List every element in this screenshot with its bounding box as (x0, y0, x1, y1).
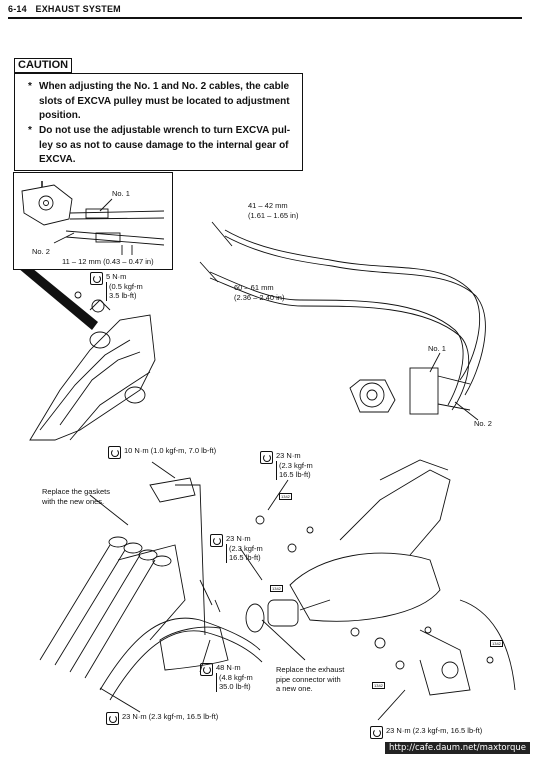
torque-23nm-upper-value: 23 N·m (276, 451, 301, 460)
inset-drawing (21, 181, 165, 255)
section-title: EXHAUST SYSTEM (35, 4, 121, 14)
cable-dim-top-in: (1.61 – 1.65 in) (248, 210, 299, 220)
torque-wrench-icon (200, 663, 213, 676)
caution-box: * When adjusting the No. 1 and No. 2 cab… (14, 73, 303, 171)
torque-wrench-icon (210, 534, 223, 547)
connector-note-line-2: pipe connector with (276, 674, 341, 684)
caution-label: CAUTION (14, 58, 73, 73)
gasket-note-line-2: with the new ones. (42, 496, 105, 506)
watermark: http://cafe.daum.net/maxtorque (384, 742, 530, 754)
inset-no2-label: No. 2 (32, 247, 50, 256)
torque-wrench-icon (108, 446, 121, 459)
torque-10nm-value: 10 N·m (1.0 kgf-m, 7.0 lb-ft) (124, 446, 217, 455)
cable-no1-label: No. 1 (428, 344, 446, 353)
bullet-star-icon: * (28, 125, 32, 136)
gasket-note: Replace the gaskets with the new ones. (42, 487, 110, 506)
thread-lock-icon: 1342 (270, 585, 283, 592)
cable-dim-top: 41 – 42 mm (1.61 – 1.65 in) (248, 201, 298, 220)
cable-inset: No. 1 No. 2 11 – 12 mm (0.43 – 0.47 in) (13, 172, 173, 270)
cable-dim-bottom-in: (2.36 – 2.40 in) (234, 292, 285, 302)
torque-23nm-mid: 23 N·m (2.3 kgf-m 16.5 lb-ft) (210, 534, 263, 563)
cable-dim-bottom: 60 – 61 mm (2.36 – 2.40 in) (234, 283, 284, 302)
torque-5nm-lbft: 3.5 lb-ft) (106, 291, 143, 301)
torque-23nm-mid-lbft: 16.5 lb-ft) (226, 553, 263, 563)
cable-no2-label: No. 2 (474, 419, 492, 428)
caution-text-2: Do not use the adjustable wrench to turn… (39, 125, 291, 165)
torque-5nm-kgf: (0.5 kgf-m (106, 281, 143, 291)
page-number: 6-14 (8, 4, 27, 14)
torque-23nm-mid-kgf: (2.3 kgf-m (226, 543, 263, 553)
torque-23nm-bottom-right-value: 23 N·m (2.3 kgf-m, 16.5 lb-ft) (386, 726, 483, 735)
torque-23nm-mid-value: 23 N·m (226, 534, 251, 543)
connector-note: Replace the exhaust pipe connector with … (276, 665, 344, 694)
torque-23nm-bottom-right: 23 N·m (2.3 kgf-m, 16.5 lb-ft) (370, 726, 482, 739)
caution-bullet-1: * When adjusting the No. 1 and No. 2 cab… (28, 80, 304, 124)
inset-no1-label: No. 1 (112, 189, 130, 198)
torque-48nm-value: 48 N·m (216, 663, 241, 672)
thread-lock-icon: 1342 (279, 493, 292, 500)
connector-note-line-1: Replace the exhaust (276, 665, 345, 674)
torque-5nm: 5 N·m (0.5 kgf-m 3.5 lb-ft) (90, 272, 143, 301)
caution-text-1: When adjusting the No. 1 and No. 2 cable… (39, 81, 290, 121)
torque-23nm-bottom-left-value: 23 N·m (2.3 kgf-m, 16.5 lb-ft) (122, 712, 219, 721)
torque-48nm: 48 N·m (4.8 kgf-m 35.0 lb-ft) (200, 663, 253, 692)
header-rule (8, 17, 522, 19)
torque-5nm-value: 5 N·m (106, 272, 127, 281)
torque-23nm-upper: 23 N·m (2.3 kgf-m 16.5 lb-ft) (260, 451, 313, 480)
cable-dim-top-mm: 41 – 42 mm (248, 201, 288, 210)
torque-23nm-bottom-left: 23 N·m (2.3 kgf-m, 16.5 lb-ft) (106, 712, 218, 725)
torque-23nm-upper-kgf: (2.3 kgf-m (276, 460, 313, 470)
page-header: 6-14 EXHAUST SYSTEM (8, 4, 127, 14)
thread-lock-icon: 1342 (372, 682, 385, 689)
torque-wrench-icon (370, 726, 383, 739)
caution-bullet-2: * Do not use the adjustable wrench to tu… (28, 124, 304, 168)
torque-23nm-upper-lbft: 16.5 lb-ft) (276, 470, 313, 480)
gasket-note-line-1: Replace the gaskets (42, 487, 110, 496)
connector-note-line-3: a new one. (276, 684, 313, 693)
torque-wrench-icon (106, 712, 119, 725)
torque-48nm-lbft: 35.0 lb-ft) (216, 682, 253, 692)
inset-gap-dimension: 11 – 12 mm (0.43 – 0.47 in) (62, 257, 154, 266)
thread-lock-icon: 1342 (490, 640, 503, 647)
torque-10nm: 10 N·m (1.0 kgf-m, 7.0 lb-ft) (108, 446, 216, 459)
bullet-star-icon: * (28, 81, 32, 92)
torque-wrench-icon (260, 451, 273, 464)
torque-48nm-kgf: (4.8 kgf-m (216, 672, 253, 682)
cable-dim-bottom-mm: 60 – 61 mm (234, 283, 274, 292)
torque-wrench-icon (90, 272, 103, 285)
